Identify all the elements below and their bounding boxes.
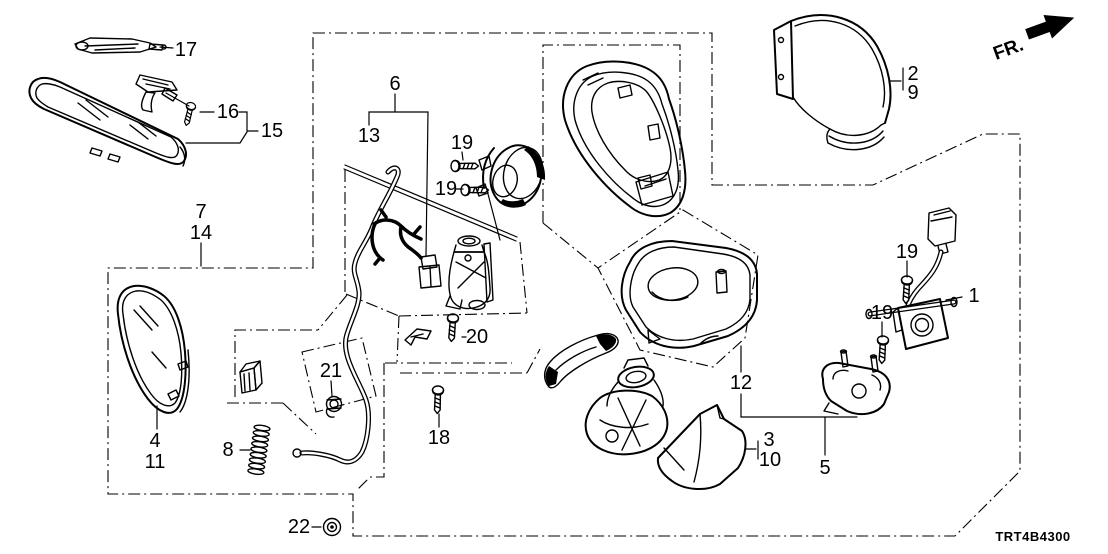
callout-15: 15 bbox=[261, 120, 283, 142]
wedge-clip-sketch bbox=[404, 328, 432, 346]
diagram-code: TRT4B4300 bbox=[995, 529, 1070, 544]
callout-18: 18 bbox=[428, 427, 450, 449]
camera-sketch bbox=[865, 207, 958, 350]
mirror-glass-sketch bbox=[116, 284, 190, 414]
callout-19-d: 19 bbox=[871, 302, 893, 324]
fr-direction-indicator: FR. bbox=[991, 15, 1075, 65]
pivot-arm-sketch bbox=[543, 332, 619, 389]
callout-8: 8 bbox=[222, 439, 233, 461]
screw-19-a-sketch bbox=[450, 159, 480, 173]
screw-16-sketch bbox=[183, 101, 197, 126]
callout-3: 3 bbox=[763, 429, 774, 451]
fr-arrow-icon bbox=[1025, 15, 1075, 40]
mirror-bracket-sketch bbox=[74, 37, 167, 54]
wire-harness-sketch bbox=[370, 208, 442, 289]
screw-19-d-sketch bbox=[876, 335, 890, 365]
actuator-sketch bbox=[445, 235, 494, 311]
rearview-mirror-sketch bbox=[28, 74, 187, 167]
callout-13: 13 bbox=[358, 125, 380, 147]
screw-18-sketch bbox=[431, 385, 445, 415]
callouts: 17 16 15 7 14 6 13 19 19 2 9 19 19 1 12 … bbox=[145, 39, 980, 538]
callout-16: 16 bbox=[217, 101, 239, 123]
callout-9: 9 bbox=[907, 82, 918, 104]
callout-7: 7 bbox=[195, 201, 206, 223]
motor-base-sketch bbox=[584, 357, 669, 456]
callout-1: 1 bbox=[968, 285, 979, 307]
skull-cap-sketch bbox=[773, 14, 892, 151]
callout-11: 11 bbox=[145, 451, 166, 473]
callout-4: 4 bbox=[149, 430, 160, 452]
callout-6: 6 bbox=[389, 73, 400, 95]
callout-2: 2 bbox=[907, 63, 918, 85]
mirror-base-sketch bbox=[620, 240, 758, 349]
callout-20: 20 bbox=[466, 326, 488, 348]
harness-tube-sketch bbox=[292, 165, 401, 465]
nut-sketch bbox=[325, 395, 343, 418]
partition-lines bbox=[343, 164, 518, 242]
callout-10: 10 bbox=[759, 449, 781, 471]
camera-bracket-sketch bbox=[821, 349, 891, 416]
callout-5: 5 bbox=[819, 457, 830, 479]
fr-label: FR. bbox=[991, 34, 1027, 64]
screw-20-sketch bbox=[446, 313, 460, 343]
screw-19-b-sketch bbox=[460, 183, 490, 197]
callout-19-a: 19 bbox=[451, 132, 473, 154]
spring-sketch bbox=[247, 424, 271, 476]
clip-sketch bbox=[239, 360, 263, 394]
callout-14: 14 bbox=[190, 222, 212, 244]
grommet-sketch bbox=[322, 517, 342, 537]
mirror-housing-sketch bbox=[562, 60, 687, 218]
screw-19-c-sketch bbox=[900, 275, 914, 305]
base-cover-sketch bbox=[656, 404, 747, 490]
mirror-motor-sketch bbox=[475, 144, 546, 208]
callout-19-c: 19 bbox=[896, 241, 918, 263]
boundary-lines bbox=[107, 32, 1021, 537]
callout-17: 17 bbox=[175, 39, 197, 61]
callout-22: 22 bbox=[288, 516, 310, 538]
leader-lines bbox=[156, 46, 963, 528]
callout-12: 12 bbox=[730, 372, 752, 394]
callout-19-b: 19 bbox=[435, 178, 457, 200]
callout-21: 21 bbox=[320, 360, 342, 382]
